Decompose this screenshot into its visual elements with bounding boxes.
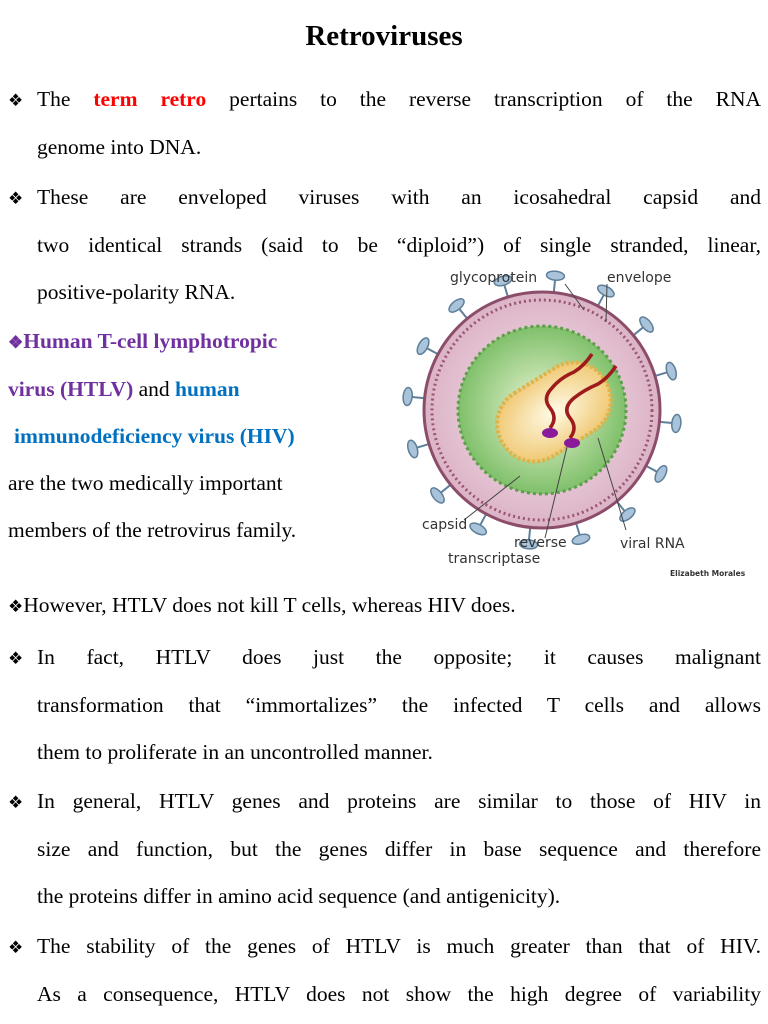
glycoprotein-head xyxy=(469,522,488,536)
label-transcriptase: transcriptase xyxy=(448,551,540,567)
glycoprotein-head xyxy=(671,413,682,434)
bullet-icon: ❖ xyxy=(8,189,24,208)
paragraph-stability: ❖ The stability of the genes of HTLV is … xyxy=(8,923,761,1018)
reverse-transcriptase-marker xyxy=(564,438,580,448)
paragraph-immortalizes: ❖ In fact, HTLV does just the opposite; … xyxy=(8,634,761,776)
glycoprotein-head xyxy=(571,533,591,546)
glycoprotein-head xyxy=(639,316,654,333)
figure-credit: Elizabeth Morales xyxy=(670,569,746,578)
bullet-icon: ❖ xyxy=(8,597,24,616)
label-capsid: capsid xyxy=(422,517,467,533)
glycoprotein-head xyxy=(619,507,636,522)
glycoprotein-head xyxy=(596,284,615,298)
bullet-icon: ❖ xyxy=(8,333,24,352)
glycoprotein-head xyxy=(518,539,539,550)
glycoprotein-head xyxy=(430,487,445,504)
page-title: Retroviruses xyxy=(305,20,463,52)
viral-rna-strand xyxy=(565,365,618,440)
bullet-icon: ❖ xyxy=(8,793,24,812)
retrovirus-diagram: glycoprotein envelope capsid reverse tra… xyxy=(402,270,746,578)
label-envelope: envelope xyxy=(607,270,671,286)
paragraph-reverse-transcription: ❖ The term retro pertains to the reverse… xyxy=(8,76,761,171)
bullet-icon: ❖ xyxy=(8,649,24,668)
glycoprotein-head xyxy=(654,464,668,483)
glycoprotein-head xyxy=(448,298,465,313)
paragraph-htlv-kill: ❖However, HTLV does not kill T cells, wh… xyxy=(8,593,516,617)
glycoprotein-spikes xyxy=(402,270,682,550)
glycoprotein-head xyxy=(402,386,413,407)
bullet-icon: ❖ xyxy=(8,938,24,957)
highlight-term-retro: term retro xyxy=(93,87,207,111)
label-reverse: reverse xyxy=(514,535,567,551)
viral-rna-strand xyxy=(544,353,594,430)
glycoprotein-head xyxy=(406,439,419,459)
bullet-icon: ❖ xyxy=(8,91,24,110)
paragraph-enveloped-viruses: ❖ These are enveloped viruses with an ic… xyxy=(8,174,761,316)
glycoprotein-head xyxy=(493,274,513,287)
glycoprotein-head xyxy=(416,337,430,356)
reverse-transcriptase-marker xyxy=(542,428,558,438)
paragraph-htlv-hiv: ❖Human T-cell lymphotropic virus (HTLV) … xyxy=(8,329,297,542)
glycoprotein-head xyxy=(665,361,678,381)
paragraph-genes-proteins: ❖ In general, HTLV genes and proteins ar… xyxy=(8,778,761,920)
glycoprotein-head xyxy=(545,270,566,281)
label-viral-rna: viral RNA xyxy=(620,536,685,552)
label-glycoprotein: glycoprotein xyxy=(450,270,537,286)
